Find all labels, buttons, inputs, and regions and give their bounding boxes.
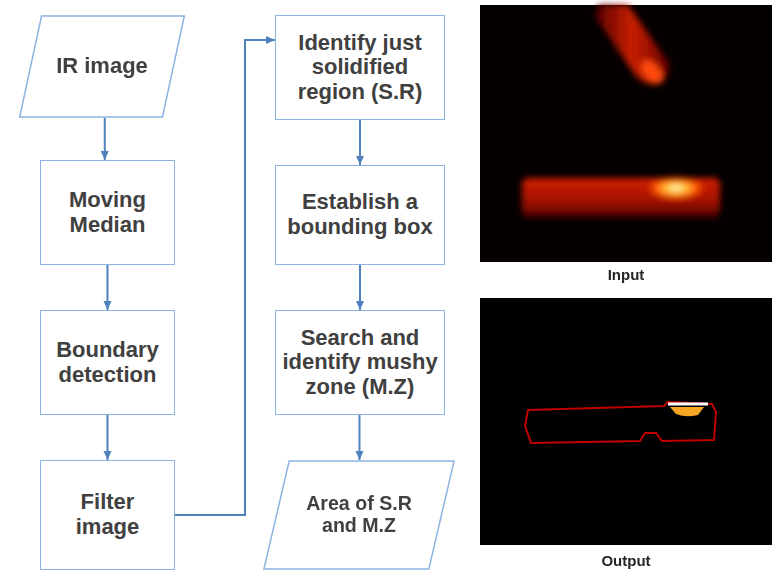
- io-parallelogram: Area of S.R and M.Z: [262, 460, 456, 570]
- node-text: Identify just solidified region (S.R): [282, 31, 438, 105]
- image-caption: Output: [480, 552, 772, 569]
- parallelogram-shape: [264, 461, 454, 569]
- parallelogram-shape: [20, 16, 185, 117]
- node-text: Area of S.R and M.Z: [288, 493, 430, 537]
- node-text: IR image: [56, 54, 148, 79]
- output-image: [480, 298, 772, 545]
- input-image: [480, 5, 772, 262]
- node-text: Filter image: [47, 490, 168, 539]
- io-parallelogram: IR image: [18, 15, 186, 118]
- node-text: Boundary detection: [47, 338, 168, 387]
- flow-arrow: [107, 265, 109, 310]
- flow-arrow: [359, 415, 361, 460]
- process-box: Search and identify mushy zone (M.Z): [275, 310, 445, 415]
- process-box: Identify just solidified region (S.R): [275, 15, 445, 120]
- image-caption: Input: [480, 266, 772, 283]
- flow-arrow: [359, 265, 361, 310]
- flow-arrow: [104, 118, 106, 160]
- node-text: Establish a bounding box: [282, 190, 438, 239]
- flow-arrow: [175, 40, 275, 515]
- flow-arrow: [107, 415, 109, 460]
- process-box: Establish a bounding box: [275, 165, 445, 265]
- node-text: Moving Median: [47, 188, 168, 237]
- process-box: Boundary detection: [40, 310, 175, 415]
- flow-arrow: [359, 120, 361, 165]
- process-box: Moving Median: [40, 160, 175, 265]
- process-box: Filter image: [40, 460, 175, 570]
- node-text: Search and identify mushy zone (M.Z): [282, 326, 438, 400]
